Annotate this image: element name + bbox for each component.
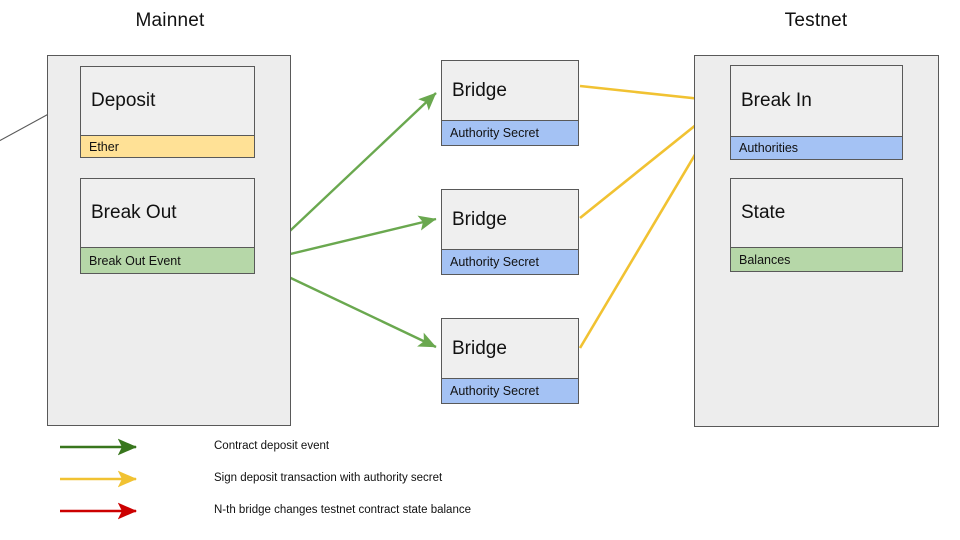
node-deposit-title: Deposit xyxy=(91,90,156,111)
legend-label-contract-deposit-event: Contract deposit event xyxy=(214,440,330,452)
node-deposit-band: Ether xyxy=(81,135,254,157)
node-deposit[interactable]: Deposit Ether xyxy=(80,66,255,158)
legend-item-sign-deposit-transaction: Sign deposit transaction with authority … xyxy=(58,469,578,501)
node-break-in[interactable]: Break In Authorities xyxy=(730,65,903,160)
node-bridge-3[interactable]: Bridge Authority Secret xyxy=(441,318,579,404)
node-break-out[interactable]: Break Out Break Out Event xyxy=(80,178,255,274)
node-break-in-band: Authorities xyxy=(731,136,902,159)
legend: Contract deposit event Sign deposit tran… xyxy=(58,437,578,533)
mainnet-title: Mainnet xyxy=(135,10,205,31)
node-bridge-2-band: Authority Secret xyxy=(442,249,578,274)
legend-label-sign-deposit-transaction: Sign deposit transaction with authority … xyxy=(214,472,443,484)
node-state-band: Balances xyxy=(731,247,902,271)
legend-item-contract-deposit-event: Contract deposit event xyxy=(58,437,578,469)
node-break-out-title: Break Out xyxy=(91,202,177,223)
legend-green-arrow-icon xyxy=(60,438,138,456)
node-bridge-3-title: Bridge xyxy=(452,337,507,359)
testnet-title: Testnet xyxy=(784,10,848,31)
node-bridge-2[interactable]: Bridge Authority Secret xyxy=(441,189,579,275)
legend-red-arrow-icon xyxy=(60,502,138,520)
node-state-title: State xyxy=(741,202,786,223)
node-state[interactable]: State Balances xyxy=(730,178,903,272)
node-bridge-1-title: Bridge xyxy=(452,79,507,101)
node-break-out-band: Break Out Event xyxy=(81,247,254,273)
legend-label-nth-bridge-state-balance: N-th bridge changes testnet contract sta… xyxy=(214,504,471,516)
node-bridge-1[interactable]: Bridge Authority Secret xyxy=(441,60,579,146)
legend-item-nth-bridge-state-balance: N-th bridge changes testnet contract sta… xyxy=(58,501,578,533)
node-bridge-3-band: Authority Secret xyxy=(442,378,578,403)
legend-yellow-arrow-icon xyxy=(60,470,138,488)
node-break-in-title: Break In xyxy=(741,90,812,111)
node-bridge-2-title: Bridge xyxy=(452,208,507,230)
node-bridge-1-band: Authority Secret xyxy=(442,120,578,145)
